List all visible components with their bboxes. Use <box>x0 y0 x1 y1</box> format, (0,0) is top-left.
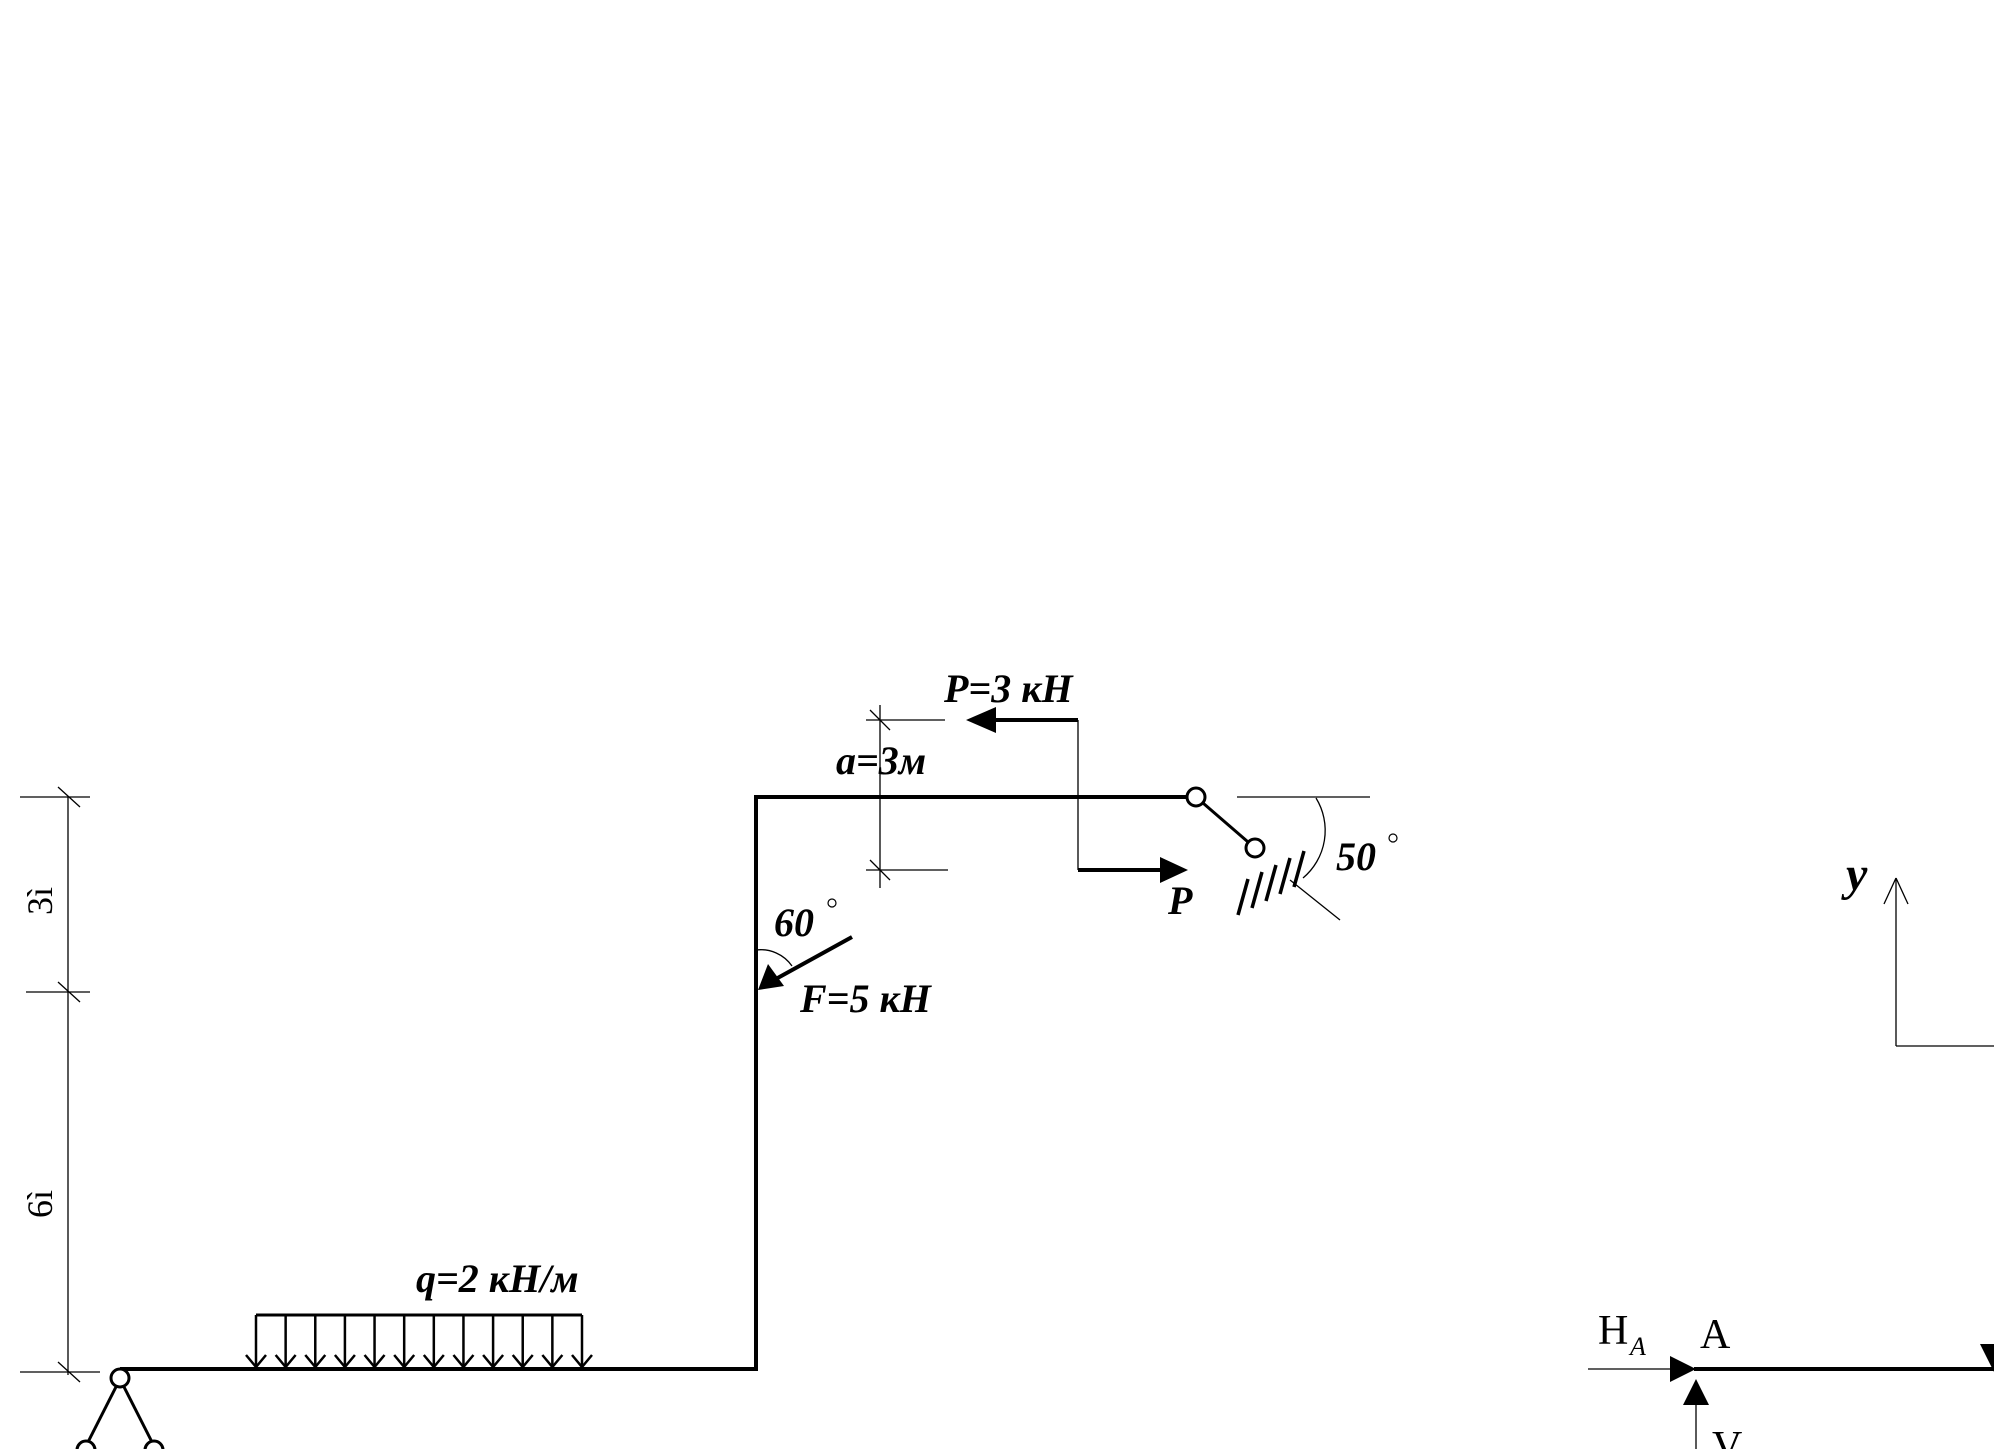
dimension-a: a=3м <box>836 705 948 888</box>
distributed-load-arrowhead <box>274 1354 297 1369</box>
hatch-line <box>1264 864 1278 902</box>
coordinate-axes: y <box>1841 848 1994 1047</box>
dimension-lower-label: 6ì <box>20 1190 60 1218</box>
y-axis-label: y <box>1841 848 1868 901</box>
distributed-load-arrowhead <box>571 1354 593 1369</box>
reaction-V-label: V <box>1712 1424 1742 1449</box>
dimension-a-tick-top <box>869 709 891 731</box>
force-P-lower-arrowhead <box>1160 857 1188 883</box>
rod-hinge-bottom <box>1244 837 1266 859</box>
angle-F-arc <box>755 949 793 967</box>
frame-member <box>120 795 1196 1371</box>
distributed-load-arrowhead <box>511 1354 534 1369</box>
distributed-load-arrowhead <box>422 1354 445 1369</box>
reaction-V-arrowhead <box>1683 1379 1709 1405</box>
angle-support-arc <box>1302 797 1326 879</box>
dimension-tick-bottom <box>57 1361 81 1383</box>
free-body-right-marker <box>1980 1344 1994 1372</box>
dimension-a-tick-bottom <box>869 859 891 881</box>
dimension-tick-mid <box>57 981 81 1003</box>
frame <box>120 795 1196 1371</box>
distributed-load-arrowhead <box>304 1354 327 1369</box>
dimension-tick-top <box>57 786 81 808</box>
distributed-load-arrowhead <box>541 1354 564 1369</box>
rod-support-B: 50 <box>1185 786 1398 921</box>
hatch-line <box>1236 878 1250 916</box>
angle-support-label: 50 <box>1336 834 1376 879</box>
force-couple-P: P=3 кН P <box>943 666 1193 923</box>
angle-rod-extension <box>1289 879 1341 921</box>
distributed-load-arrowhead <box>482 1354 505 1369</box>
distributed-load-arrowhead <box>245 1354 267 1369</box>
force-P-label: P=3 кН <box>943 666 1075 711</box>
support-leg-right <box>118 1378 156 1447</box>
force-F-label: F=5 кН <box>799 976 933 1021</box>
fixed-hatching <box>1236 850 1306 916</box>
force-F: 60 F=5 кН <box>755 898 933 1021</box>
y-axis-arrow-right <box>1895 877 1909 905</box>
force-P-upper-arrowhead <box>966 707 996 733</box>
reaction-H-label: H <box>1598 1308 1628 1354</box>
pin-support-A <box>75 1367 165 1449</box>
distributed-load-arrowhead <box>393 1354 416 1369</box>
hatch-line <box>1278 857 1292 895</box>
dimension-a-label: a=3м <box>836 738 926 783</box>
distributed-load <box>245 1313 593 1369</box>
hatch-line <box>1292 850 1306 888</box>
angle-F-degree <box>827 898 837 908</box>
angle-F-label: 60 <box>774 900 814 945</box>
distributed-load-arrowhead <box>363 1354 386 1369</box>
pin-hinge <box>109 1367 131 1389</box>
dimension-upper-label: 3ì <box>20 887 60 915</box>
reaction-H-subscript: A <box>1628 1332 1646 1361</box>
force-P-short-label: P <box>1167 878 1193 923</box>
q-load-label: q=2 кН/м <box>416 1256 579 1301</box>
y-axis-arrow-left <box>1883 877 1897 905</box>
hatch-line <box>1250 871 1264 909</box>
distributed-load-arrowhead <box>333 1354 356 1369</box>
rod-hinge-top <box>1185 786 1207 808</box>
support-roller-right <box>143 1439 165 1449</box>
vertical-dimension: 3ì 6ì <box>20 786 100 1383</box>
point-A-label: A <box>1700 1312 1731 1358</box>
angle-support-degree <box>1388 833 1398 843</box>
force-F-shaft <box>773 935 853 982</box>
support-roller-left <box>75 1439 97 1449</box>
support-leg-left <box>84 1378 122 1447</box>
free-body-diagram: H A A V <box>1588 1308 1994 1449</box>
force-F-arrowhead <box>758 964 784 990</box>
distributed-load-arrowhead <box>452 1354 475 1369</box>
reaction-H-arrowhead <box>1670 1356 1696 1382</box>
support-rod <box>1195 795 1256 850</box>
